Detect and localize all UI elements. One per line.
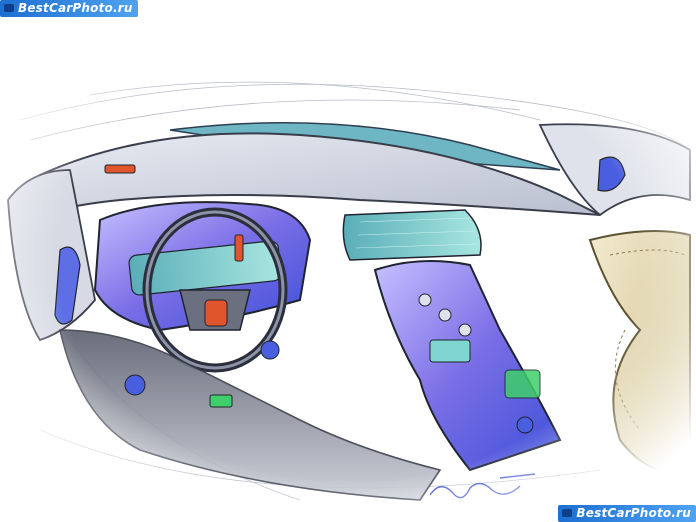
watermark-top-left: BestCarPhoto.ru	[0, 0, 138, 17]
watermark-bottom-right: BestCarPhoto.ru	[558, 505, 696, 522]
